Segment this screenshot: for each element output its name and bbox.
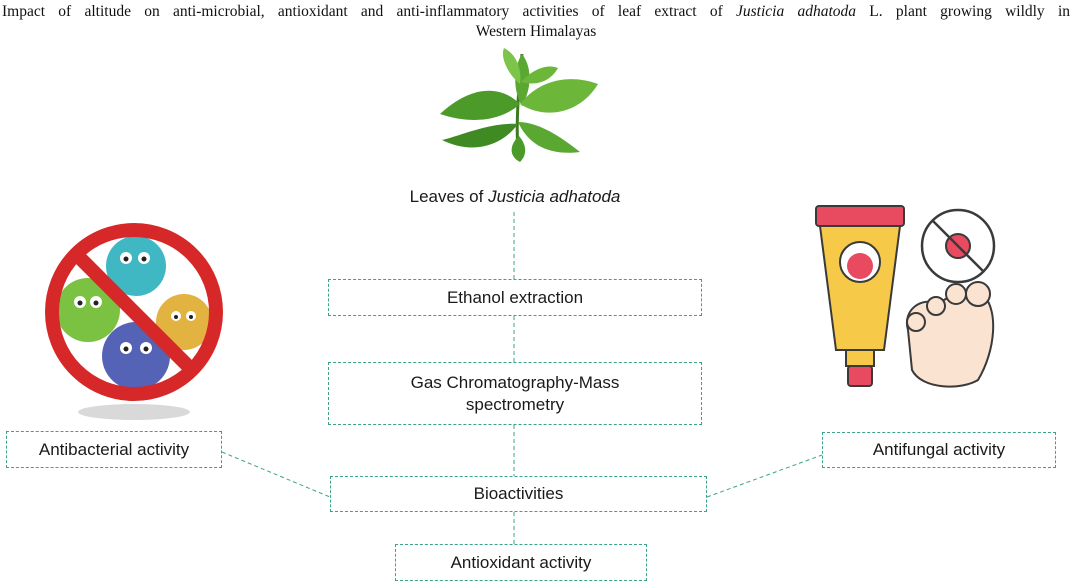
connector-antibacterial xyxy=(221,451,331,498)
title-species: Justicia adhatoda xyxy=(736,3,857,20)
diagram-title: Impact of altitude on anti-microbial, an… xyxy=(0,2,1072,42)
leaves-label: Leaves of Justicia adhatoda xyxy=(409,187,621,206)
leaves-icon xyxy=(440,48,598,162)
gcms-box: Gas Chromatography-Mass spectrometry xyxy=(328,362,702,425)
leaves-species: Justicia adhatoda xyxy=(488,187,621,206)
title-line-1: Impact of altitude on anti-microbial, an… xyxy=(2,3,1071,20)
no-bacteria-icon xyxy=(45,223,223,420)
antibacterial-box: Antibacterial activity xyxy=(6,431,222,468)
connector-antifungal xyxy=(706,454,823,498)
ethanol-extraction-box: Ethanol extraction xyxy=(328,279,702,316)
antifungal-box: Antifungal activity xyxy=(822,432,1056,468)
antifungal-cream-icon xyxy=(815,205,996,388)
antioxidant-box: Antioxidant activity xyxy=(395,544,647,581)
bioactivities-box: Bioactivities xyxy=(330,476,707,512)
title-line-2: Western Himalayas xyxy=(475,23,597,40)
